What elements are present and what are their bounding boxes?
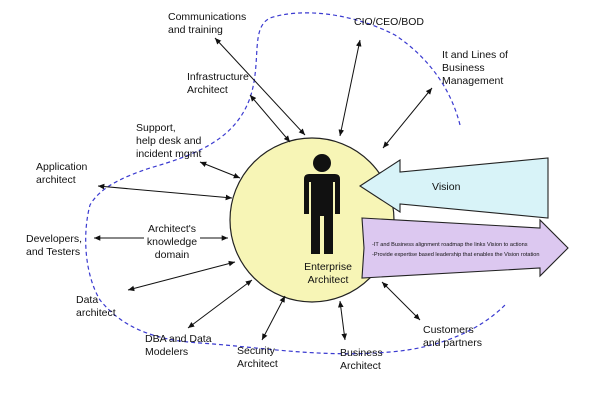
vision-label: Vision — [432, 181, 461, 193]
arrow-infrastructure — [249, 94, 291, 143]
dba-label-1: DBA and Data — [145, 333, 212, 345]
customers-label-1: Customers — [423, 324, 474, 336]
arrow-security — [261, 295, 286, 341]
support-label-2: help desk and — [136, 135, 202, 147]
business-label-1: Business — [340, 347, 383, 359]
security-label-2: Architect — [237, 358, 278, 370]
business-label-2: Architect — [340, 360, 381, 372]
infrastructure-label-1: Infrastructure — [187, 71, 249, 83]
support-label-3: incident mgmt — [136, 148, 201, 160]
customers-label-2: and partners — [423, 337, 482, 349]
application-label-1: Application — [36, 161, 88, 173]
arrow-data — [127, 260, 236, 292]
arrow-cio — [338, 39, 362, 137]
infrastructure-label-2: Architect — [187, 84, 228, 96]
lob-label-3: Management — [442, 75, 503, 87]
arrow-support — [199, 161, 241, 179]
center-label-line-1: Enterprise — [304, 261, 352, 273]
arrow-application — [97, 183, 233, 201]
communications-label-2: and training — [168, 24, 223, 36]
roadmap-line-1: -IT and Business alignment roadmap the l… — [372, 242, 528, 248]
vision-arrow: Vision — [358, 157, 549, 219]
roadmap-arrow: -IT and Business alignment roadmap the l… — [361, 217, 569, 279]
knowledge-label-line-1: Architect's — [148, 223, 196, 235]
arrow-lob — [382, 87, 433, 149]
lob-label-2: Business — [442, 62, 485, 74]
developers-label-2: and Testers — [26, 246, 80, 258]
data-label-1: Data — [76, 294, 98, 306]
arrow-business — [338, 300, 347, 341]
security-label-1: Security — [237, 345, 276, 357]
stakeholder-arrows — [94, 37, 433, 341]
knowledge-label-line-2: knowledge — [147, 236, 197, 248]
knowledge-label-line-3: domain — [155, 249, 190, 261]
arrow-communications — [214, 37, 306, 136]
application-label-2: architect — [36, 174, 76, 186]
lob-label-1: It and Lines of — [442, 49, 508, 61]
cio-label: CIO/CEO/BOD — [354, 16, 424, 28]
dba-label-2: Modelers — [145, 346, 188, 358]
person-icon — [304, 154, 340, 254]
roadmap-line-2: -Provide expertise based leadership that… — [372, 252, 540, 258]
communications-label-1: Communications — [168, 11, 246, 23]
data-label-2: architect — [76, 307, 116, 319]
arrow-dba — [187, 279, 253, 329]
developers-label-1: Developers, — [26, 233, 82, 245]
support-label-1: Support, — [136, 122, 176, 134]
arrow-customers — [381, 281, 421, 321]
center-label-line-2: Architect — [308, 274, 349, 286]
